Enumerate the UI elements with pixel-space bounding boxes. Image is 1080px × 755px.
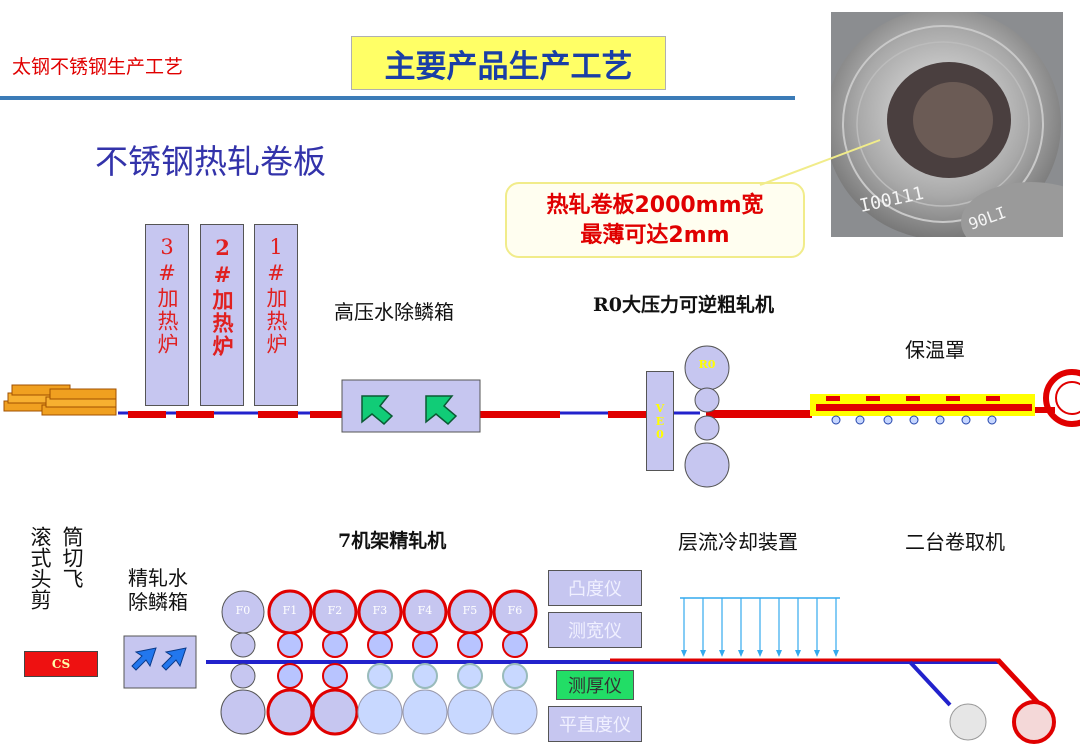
spec-callout: 热轧卷板2000mm宽 最薄可达2mm	[505, 182, 805, 258]
stand-label-f3: F3	[372, 604, 388, 617]
stand-label-f4: F4	[417, 604, 433, 617]
coiler-label: 二台卷取机	[905, 530, 1005, 554]
thickness-gauge: 测厚仪	[556, 670, 634, 700]
finishing-descaler-label-2: 除鳞箱	[128, 590, 188, 614]
crop-shear: CS	[24, 651, 98, 677]
stand-roll-F1	[266, 688, 314, 736]
heat-cover	[810, 369, 1080, 427]
shear-label-1: 滚式头剪	[28, 526, 52, 610]
cooling-spray-tip	[814, 650, 820, 657]
callout-pointer	[759, 139, 881, 186]
roughing-mill-label: R0大压力可逆粗轧机	[593, 294, 775, 316]
cooling-sprays	[681, 598, 839, 657]
stand-roll-F2	[322, 632, 348, 658]
cooling-spray-tip	[795, 650, 801, 657]
stand-roll-F4	[412, 632, 438, 658]
coiler-1	[949, 703, 987, 741]
coiler-2	[1012, 700, 1056, 744]
cooling-spray-tip	[700, 650, 706, 657]
stand-roll-F5	[457, 632, 483, 658]
cooling-spray-tip	[719, 650, 725, 657]
furnace-2: 2#加热炉	[200, 224, 244, 406]
finishing-descaler-label: 精轧水 除鳞箱	[128, 566, 188, 614]
stand-label-f1: F1	[282, 604, 298, 617]
stand-roll-F2	[311, 688, 359, 736]
stand-roll-F3	[367, 632, 393, 658]
cooling-spray-tip	[738, 650, 744, 657]
stand-roll-F1	[277, 663, 303, 689]
stand-rolls	[266, 589, 538, 736]
stand-roll-F6	[502, 663, 528, 689]
furnace-3: 3#加热炉	[145, 224, 189, 406]
width-gauge: 测宽仪	[548, 612, 642, 648]
stand-roll-F6	[502, 632, 528, 658]
slab-stack	[3, 384, 117, 416]
finishing-mill-label: 7机架精轧机	[338, 530, 447, 552]
cooling-spray-tip	[833, 650, 839, 657]
roughing-stand-label: R0	[698, 358, 716, 371]
section-title: 不锈钢热轧卷板	[95, 142, 326, 181]
page-title: 主要产品生产工艺	[351, 36, 666, 90]
finishing-descaler-arrows	[131, 647, 187, 671]
stand-roll-F3	[367, 663, 393, 689]
callout-line-2: 最薄可达2mm	[580, 223, 730, 248]
shear-label-2: 筒切飞	[60, 526, 84, 589]
stand-roll-F3	[357, 689, 403, 735]
callout-line-1: 热轧卷板2000mm宽	[546, 193, 764, 218]
roughing-rolls	[684, 345, 730, 488]
flatness-gauge: 平直度仪	[548, 706, 642, 742]
header-divider	[0, 96, 795, 100]
cooling-spray-tip	[776, 650, 782, 657]
top-line-red-segments	[128, 410, 812, 418]
coil-photo: I00111 90LI	[831, 12, 1063, 237]
stand-roll-F4	[412, 663, 438, 689]
stand-roll-F6	[492, 689, 538, 735]
finishing-descaler-label-1: 精轧水	[128, 566, 188, 590]
stand-label-f6: F6	[507, 604, 523, 617]
stand-roll-F2	[322, 663, 348, 689]
finishing-rolls	[220, 590, 266, 735]
stand-roll-F4	[402, 689, 448, 735]
furnace-1: 1#加热炉	[254, 224, 298, 406]
edger-ve0: VE0	[646, 371, 674, 471]
coiler-2-path	[996, 658, 1042, 707]
cooling-spray-tip	[681, 650, 687, 657]
coiler-1-path	[908, 660, 952, 707]
company-label: 太钢不锈钢生产工艺	[12, 56, 184, 78]
top-descaler-arrows	[361, 395, 458, 426]
stand-label-f2: F2	[327, 604, 343, 617]
heat-cover-label: 保温罩	[905, 338, 965, 362]
finishing-descaler-box	[123, 635, 197, 689]
stand-roll-F5	[447, 689, 493, 735]
stand-label-f0: F0	[235, 604, 251, 617]
stand-roll-F5	[457, 663, 483, 689]
stand-label-f5: F5	[462, 604, 478, 617]
stand-roll-F1	[277, 632, 303, 658]
descaler-label: 高压水除鳞箱	[334, 300, 454, 324]
cooling-spray-tip	[757, 650, 763, 657]
cooling-label: 层流冷却装置	[678, 530, 798, 554]
crown-gauge: 凸度仪	[548, 570, 642, 606]
